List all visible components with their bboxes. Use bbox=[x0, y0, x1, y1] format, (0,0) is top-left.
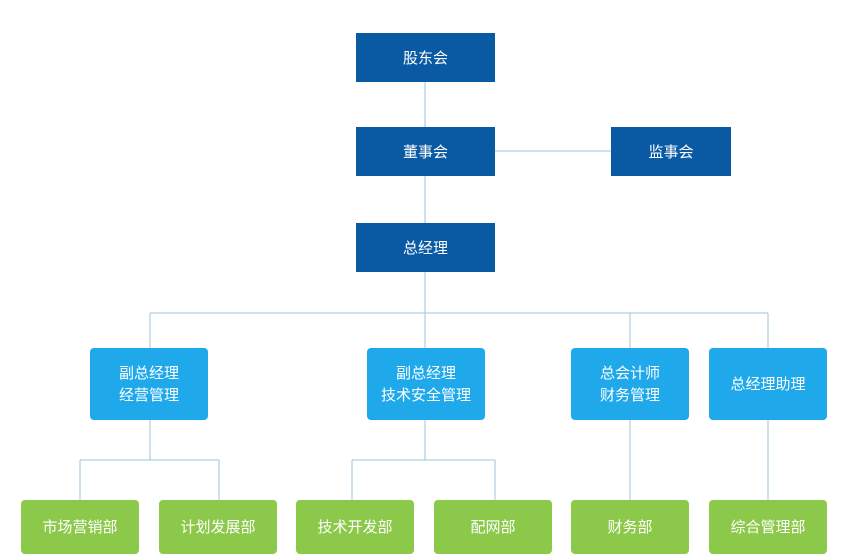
node-board: 董事会 bbox=[356, 127, 495, 176]
node-vp-operations: 副总经理 经营管理 bbox=[90, 348, 208, 420]
node-gm-assistant: 总经理助理 bbox=[709, 348, 827, 420]
node-finance-dept: 财务部 bbox=[571, 500, 689, 554]
node-admin-dept-label: 综合管理部 bbox=[730, 518, 806, 536]
node-finance-dept-label: 财务部 bbox=[607, 518, 653, 536]
node-board-label: 董事会 bbox=[402, 142, 448, 161]
node-general-manager-label: 总经理 bbox=[402, 238, 448, 257]
node-chief-accountant-title: 总会计师 bbox=[599, 364, 660, 382]
node-gm-assistant-label: 总经理助理 bbox=[730, 375, 806, 393]
node-planning-dept-label: 计划发展部 bbox=[180, 518, 256, 536]
node-chief-accountant: 总会计师 财务管理 bbox=[571, 348, 689, 420]
node-vp-operations-title: 副总经理 bbox=[118, 364, 179, 382]
node-chief-accountant-scope: 财务管理 bbox=[599, 386, 660, 404]
node-admin-dept: 综合管理部 bbox=[709, 500, 827, 554]
node-planning-dept: 计划发展部 bbox=[159, 500, 277, 554]
node-marketing-dept-label: 市场营销部 bbox=[42, 518, 118, 536]
node-shareholders: 股东会 bbox=[356, 33, 495, 82]
node-supervisors-label: 监事会 bbox=[648, 142, 694, 161]
node-shareholders-label: 股东会 bbox=[402, 48, 448, 67]
node-distribution-dept-label: 配网部 bbox=[470, 518, 516, 536]
node-vp-operations-scope: 经营管理 bbox=[118, 386, 179, 404]
node-vp-technology: 副总经理 技术安全管理 bbox=[367, 348, 485, 420]
node-tech-dev-dept: 技术开发部 bbox=[296, 500, 414, 554]
node-marketing-dept: 市场营销部 bbox=[21, 500, 139, 554]
node-vp-technology-title: 副总经理 bbox=[395, 364, 456, 382]
node-vp-technology-scope: 技术安全管理 bbox=[380, 386, 471, 404]
node-distribution-dept: 配网部 bbox=[434, 500, 552, 554]
node-general-manager: 总经理 bbox=[356, 223, 495, 272]
node-tech-dev-dept-label: 技术开发部 bbox=[317, 518, 393, 536]
node-supervisors: 监事会 bbox=[611, 127, 731, 176]
